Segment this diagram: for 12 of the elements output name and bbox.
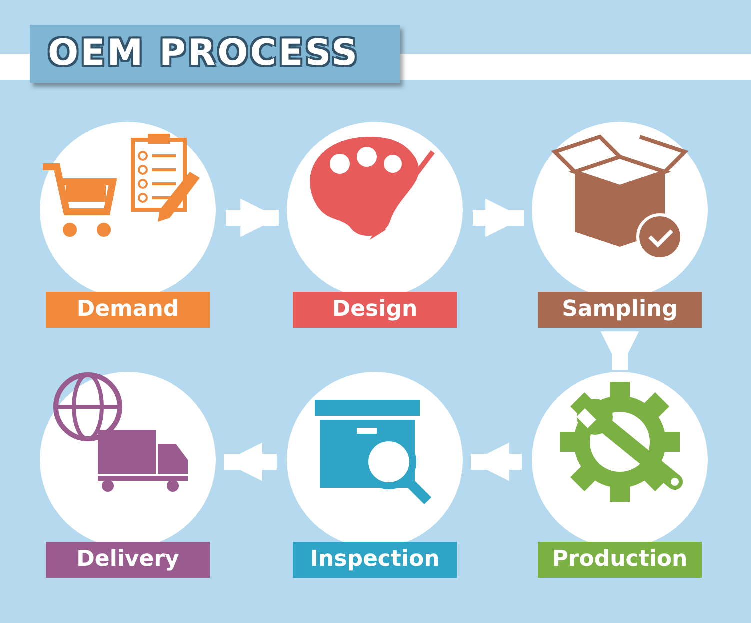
step-label: Design: [293, 292, 457, 328]
arrow: [600, 332, 640, 370]
step-label: Sampling: [538, 292, 702, 328]
arrow: [224, 442, 277, 482]
arrow: [226, 198, 279, 238]
arrow: [471, 442, 522, 482]
step-label: Demand: [46, 292, 210, 328]
step-label: Inspection: [293, 542, 457, 578]
title-banner: OEM PROCESS: [30, 25, 400, 83]
arrow: [473, 198, 524, 238]
step-label: Delivery: [46, 542, 210, 578]
step-label: Production: [538, 542, 702, 578]
